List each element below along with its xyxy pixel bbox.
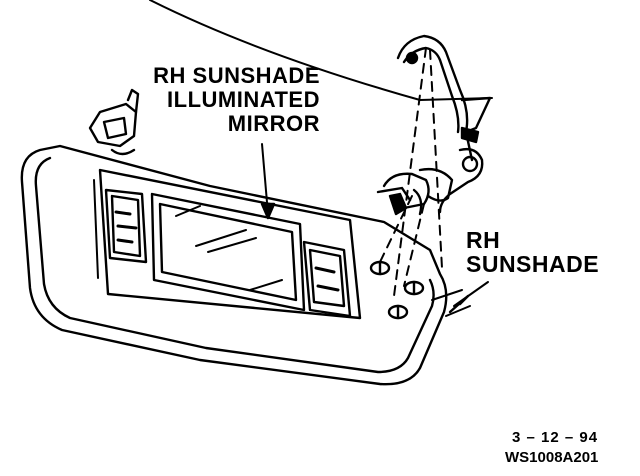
- visor-body: [20, 144, 471, 386]
- mirror-leader-line: [261, 143, 269, 215]
- screws: [369, 260, 425, 320]
- sunshade-label-line-2: SUNSHADE: [466, 251, 600, 277]
- headliner-edge: [149, 0, 493, 101]
- sunshade-callout-label: RH SUNSHADE: [466, 228, 599, 276]
- mirror-label-line-3: MIRROR: [227, 111, 320, 136]
- mirror-callout-label: RH SUNSHADE ILLUMINATED MIRROR: [140, 64, 320, 136]
- sunshade-label-line-1: RH: [466, 227, 501, 253]
- mirror-glass: [150, 192, 306, 312]
- revision-date: 3 – 12 – 94: [512, 429, 599, 446]
- pivot-arm: [376, 172, 430, 216]
- sunshade-leader-line: [453, 281, 489, 307]
- right-lamp: [302, 240, 352, 318]
- mirror-label-line-2: ILLUMINATED: [167, 87, 320, 112]
- mirror-leader-arrowhead: [260, 202, 276, 220]
- mirror-label-line-1: RH SUNSHADE: [153, 63, 320, 88]
- left-lamp: [104, 188, 148, 264]
- figure-code: WS1008A201: [505, 449, 599, 466]
- visor-clip: [88, 88, 140, 156]
- mounting-bracket: [396, 34, 492, 214]
